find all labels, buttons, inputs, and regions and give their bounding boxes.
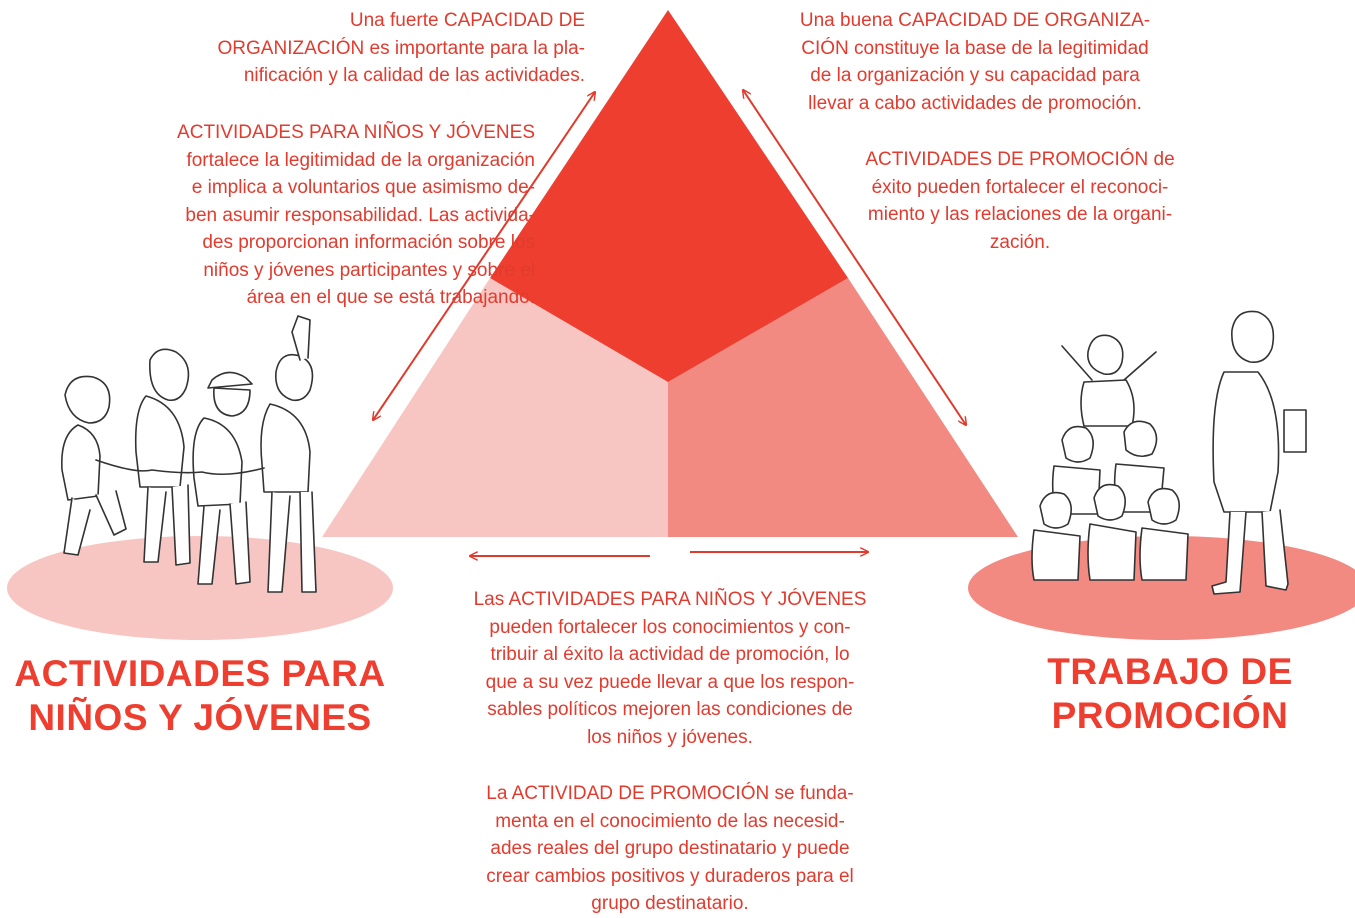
text-organization-quality: Una fuerte CAPACIDAD DE ORGANIZACIÓN es … (217, 10, 585, 86)
text-youth-activities-legitimacy: ACTIVIDADES PARA NIÑOS Y JÓVENES fortale… (177, 122, 535, 308)
illustration-promotion (1031, 310, 1307, 595)
text-promotion-target-group: La ACTIVIDAD DE PROMOCIÓN se funda- ment… (486, 783, 854, 914)
text-youth-activities-knowledge: Las ACTIVIDADES PARA NIÑOS Y JÓVENES pue… (473, 589, 867, 748)
left-ellipse (7, 536, 393, 640)
arrow-right-side (743, 90, 966, 425)
arrow-left-side (373, 92, 595, 420)
illustration-youth-group (61, 315, 317, 593)
label-promotion-work: TRABAJO DE PROMOCIÓN (1047, 651, 1293, 736)
text-promotion-recognition: ACTIVIDADES DE PROMOCIÓN de éxito pueden… (865, 149, 1175, 253)
text-organization-legitimacy: Una buena CAPACIDAD DE ORGANIZA- CIÓN co… (799, 10, 1151, 114)
label-youth-activities: ACTIVIDADES PARA NIÑOS Y JÓVENES (14, 653, 386, 738)
